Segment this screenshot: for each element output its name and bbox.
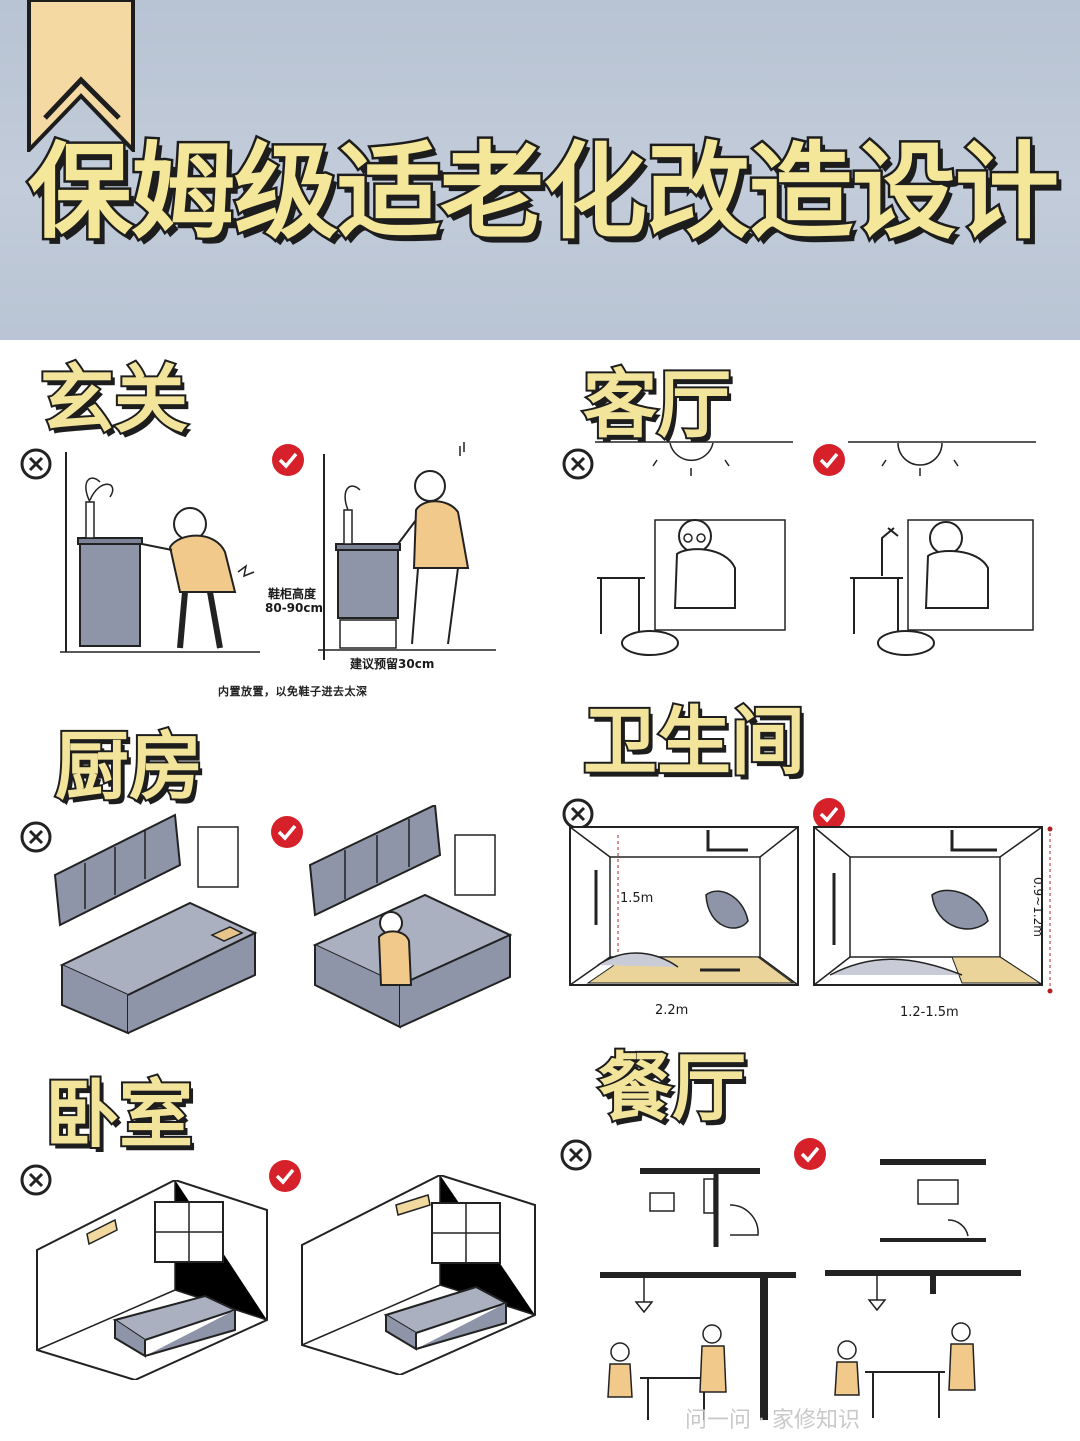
page-title: 保姆级适老化改造设计 [26, 129, 1062, 256]
entrance-height-label: 鞋柜高度 [268, 587, 317, 601]
check-icon [793, 1137, 827, 1171]
dining-right-scene [825, 1270, 1021, 1418]
check-icon [270, 815, 304, 849]
living-right-illustration [848, 441, 1036, 656]
section-title-bedroom: 卧室 [43, 1070, 195, 1160]
bathroom-side-label: 0.9~1.2m [1030, 877, 1045, 937]
bathroom-height-label: 1.5m [620, 891, 654, 906]
section-title-living: 客厅 [581, 360, 733, 450]
header-banner [0, 0, 1080, 340]
bathroom-width-right-label: 1.2-1.5m [900, 1005, 959, 1020]
living-wrong-illustration [595, 441, 793, 656]
kitchen-right-illustration [308, 805, 513, 1029]
wrong-icon [559, 1138, 593, 1172]
entrance-caption: 内置放置，以免鞋子进去太深 [218, 685, 368, 698]
entrance-height-value: 80-90cm [265, 601, 323, 615]
dining-right-plan [880, 1159, 986, 1242]
section-title-bathroom: 卫生间 [581, 697, 807, 787]
check-icon [812, 797, 846, 831]
bedroom-wrong-illustration [36, 1180, 268, 1380]
kitchen-wrong-illustration [53, 813, 258, 1035]
wrong-icon [19, 1163, 53, 1197]
check-icon [271, 443, 305, 477]
section-title-entrance: 玄关 [38, 355, 190, 445]
watermark: 问一问 · 家修知识 [685, 1408, 860, 1433]
section-title-dining: 餐厅 [596, 1043, 748, 1133]
check-icon [812, 443, 846, 477]
entrance-reserve-label: 建议预留30cm [350, 657, 435, 671]
section-title-kitchen: 厨房 [53, 722, 205, 812]
dining-wrong-scene [600, 1272, 796, 1420]
wrong-icon [561, 447, 595, 481]
bedroom-right-illustration [301, 1175, 536, 1375]
bathroom-side-dimension [1047, 826, 1053, 994]
bathroom-width-left-label: 2.2m [655, 1003, 689, 1018]
wrong-icon [19, 820, 53, 854]
bathroom-right-illustration [813, 826, 1043, 986]
wrong-icon [19, 447, 53, 481]
check-icon [268, 1159, 302, 1193]
bathroom-wrong-illustration [569, 826, 799, 986]
ribbon-bookmark [27, 0, 135, 152]
entrance-wrong-illustration [60, 452, 260, 653]
dining-wrong-plan [640, 1168, 760, 1247]
entrance-right-illustration [318, 442, 496, 660]
